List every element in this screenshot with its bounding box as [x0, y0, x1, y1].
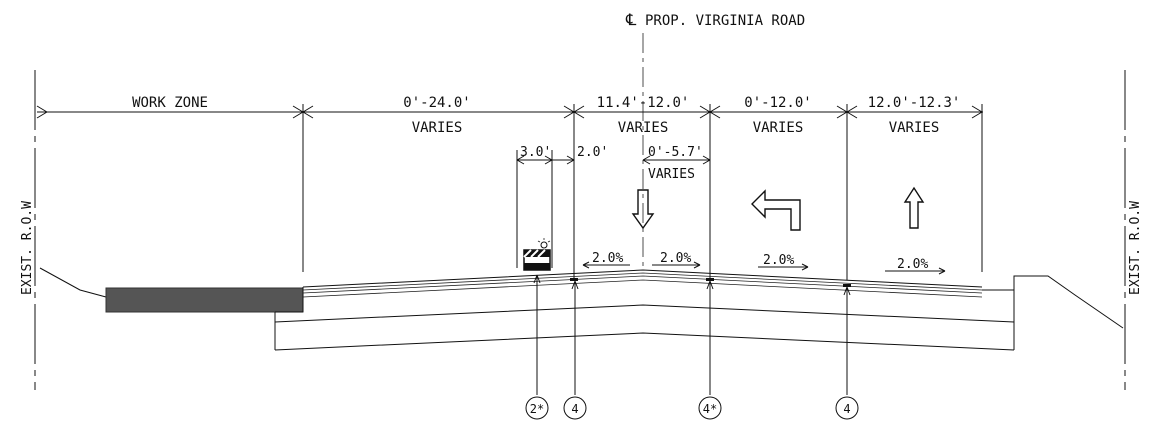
- up-arrow-icon: [903, 186, 925, 229]
- span-1-dim: 0'-24.0': [403, 95, 470, 111]
- joint-markers: [570, 278, 851, 287]
- slope-label-2: 2.0%: [660, 251, 691, 266]
- work-zone-label: WORK ZONE: [132, 95, 208, 111]
- span-3-dim: 0'-12.0': [744, 95, 811, 111]
- work-zone-pavement: [105, 287, 304, 313]
- callout-circle-3: [698, 396, 722, 420]
- sub-dimension-lines: [516, 150, 711, 268]
- span-2-dim: 11.4'-12.0': [597, 95, 690, 111]
- callout-label-3: 4*: [703, 402, 717, 416]
- main-dim-ticks: [36, 104, 983, 280]
- pavement-section: [274, 269, 1015, 351]
- centerline-label: PROP. VIRGINIA ROAD: [645, 13, 805, 29]
- span-4-dim: 12.0'-12.3': [868, 95, 961, 111]
- right-ground-line: [1013, 275, 1124, 329]
- slope-label-4: 2.0%: [897, 257, 928, 272]
- slope-arrows: [582, 261, 946, 275]
- barricade-icon: [523, 238, 551, 271]
- row-label-left: EXIST. R.O.W: [20, 201, 35, 295]
- span-1-note: VARIES: [412, 120, 463, 136]
- median-note-label: VARIES: [648, 167, 695, 182]
- callout-circle-2: [563, 396, 587, 420]
- callout-circle-1: [525, 396, 549, 420]
- callout-leaders: [533, 274, 851, 395]
- centerline-symbol: ℄: [625, 10, 637, 29]
- offset-label: 2.0': [577, 145, 608, 160]
- callout-label-4: 4: [843, 402, 850, 416]
- callout-circle-4: [835, 396, 859, 420]
- barrier-width-label: 3.0': [520, 145, 551, 160]
- span-2-note: VARIES: [618, 120, 669, 136]
- span-3-note: VARIES: [753, 120, 804, 136]
- left-turn-arrow-icon: [751, 189, 801, 231]
- span-4-note: VARIES: [889, 120, 940, 136]
- slope-label-3: 2.0%: [763, 253, 794, 268]
- median-dim-label: 0'-5.7': [648, 145, 703, 160]
- row-label-right: EXIST. R.O.W: [1128, 201, 1143, 295]
- down-arrow-icon: [631, 189, 655, 230]
- slope-label-1: 2.0%: [592, 251, 623, 266]
- left-ground-line: [39, 267, 107, 298]
- callout-label-2: 4: [571, 402, 578, 416]
- callout-label-1: 2*: [530, 402, 544, 416]
